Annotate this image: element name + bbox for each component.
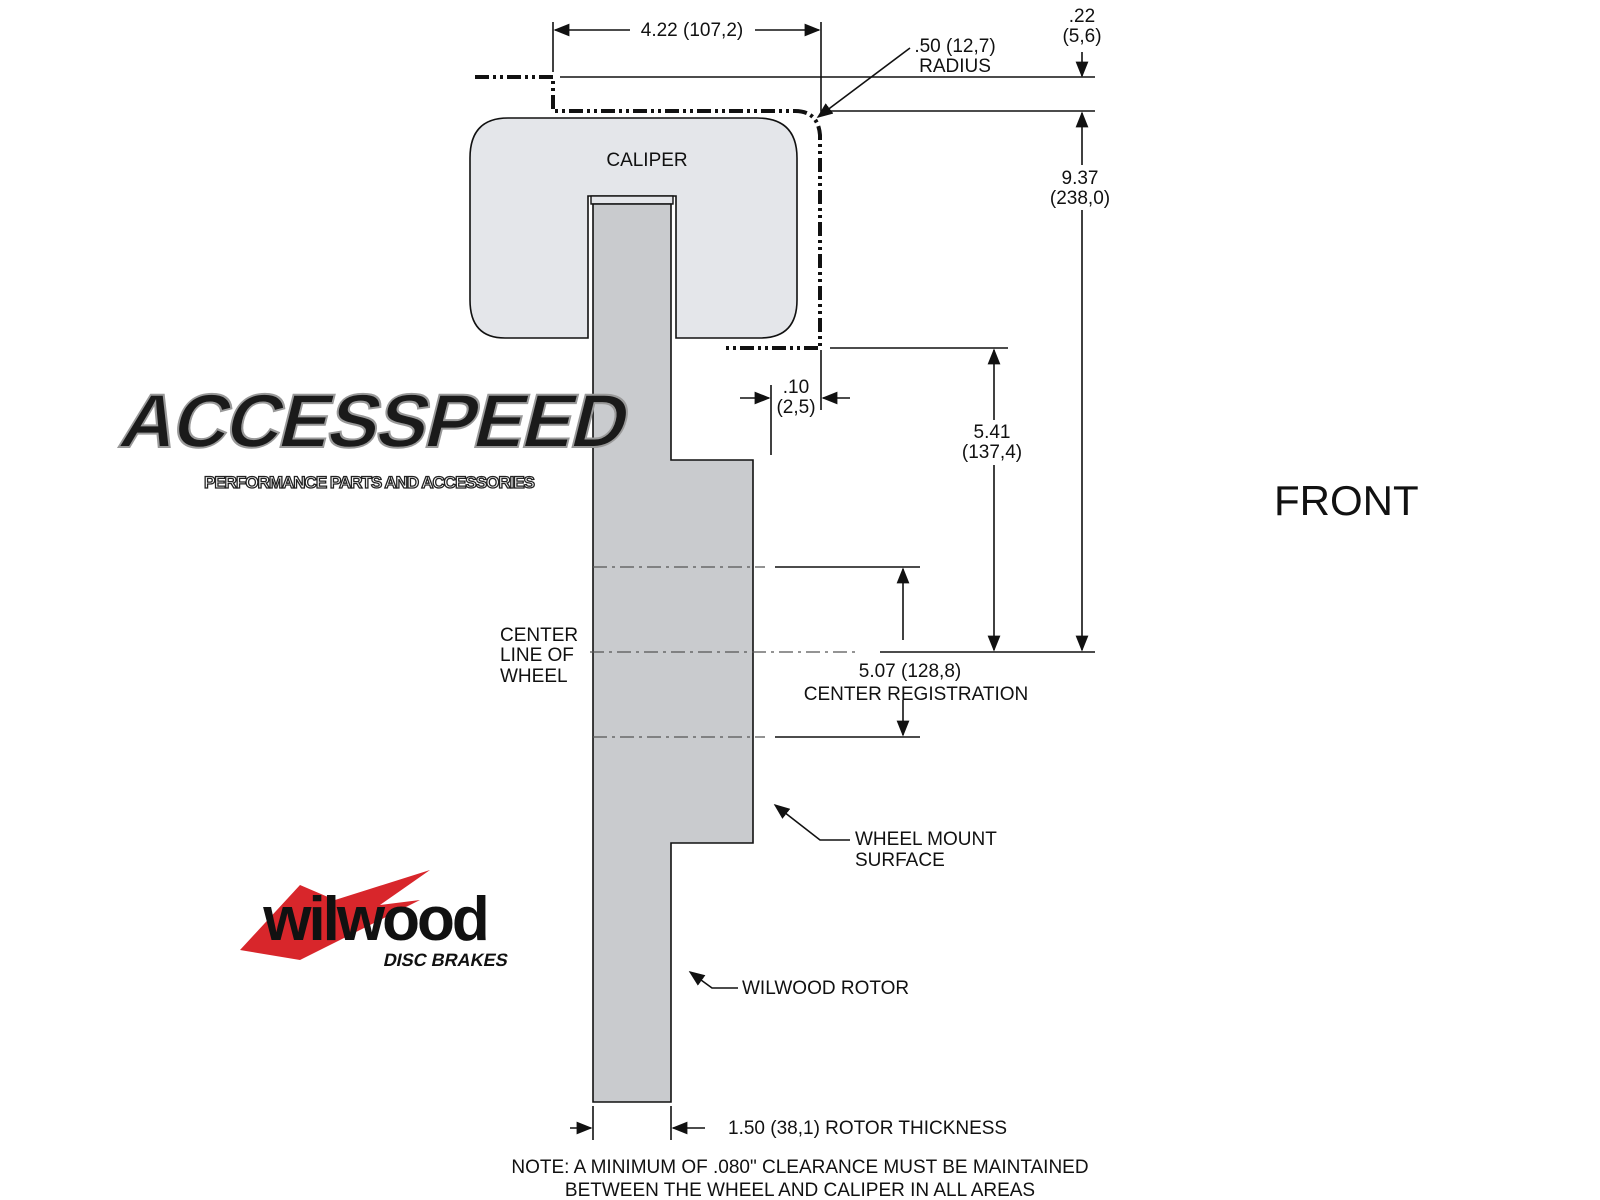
svg-text:PERFORMANCE PARTS AND ACCESSOR: PERFORMANCE PARTS AND ACCESSORIES [204, 473, 535, 492]
rotor-label: WILWOOD ROTOR [742, 978, 909, 999]
lower-height-mm: (137,4) [962, 442, 1022, 463]
wheel-clearance-envelope [475, 75, 822, 350]
wheel-mount-label-2: SURFACE [855, 850, 945, 871]
accesspeed-logo: ACCESSPEED PERFORMANCE PARTS AND ACCESSO… [112, 378, 639, 493]
total-height-mm: (238,0) [1050, 188, 1110, 209]
lower-height-in: 5.41 [974, 422, 1011, 443]
wheel-mount-label-1: WHEEL MOUNT [855, 829, 997, 850]
caliper-slot-insert [590, 195, 674, 205]
center-line-label-3: WHEEL [500, 666, 568, 687]
rotor-profile [592, 203, 754, 1103]
top-offset-in: .22 [1069, 6, 1095, 27]
wilwood-logo: wilwood DISC BRAKES [240, 870, 510, 970]
top-offset-mm: (5,6) [1062, 26, 1101, 47]
radius-value: .50 (12,7) [914, 36, 995, 57]
total-height-in: 9.37 [1062, 168, 1099, 189]
center-line-label-1: CENTER [500, 625, 578, 646]
center-line-label-2: LINE OF [500, 645, 574, 666]
clearance-mm: (2,5) [776, 397, 815, 418]
center-registration-value: 5.07 (128,8) [859, 661, 961, 682]
note-line-2: BETWEEN THE WHEEL AND CALIPER IN ALL ARE… [565, 1180, 1035, 1200]
width-dimension: 4.22 (107,2) [641, 20, 743, 41]
svg-text:ACCESSPEED: ACCESSPEED [113, 379, 638, 464]
radius-label: RADIUS [919, 56, 991, 77]
svg-text:wilwood: wilwood [262, 885, 487, 954]
front-label: FRONT [1274, 477, 1419, 524]
center-registration-label: CENTER REGISTRATION [804, 684, 1029, 705]
svg-text:DISC BRAKES: DISC BRAKES [382, 950, 510, 970]
caliper-label: CALIPER [606, 150, 687, 171]
note-line-1: NOTE: A MINIMUM OF .080" CLEARANCE MUST … [511, 1157, 1088, 1178]
rotor-thickness: 1.50 (38,1) ROTOR THICKNESS [728, 1118, 1007, 1139]
clearance-in: .10 [783, 377, 809, 398]
caliper-body [469, 117, 798, 339]
